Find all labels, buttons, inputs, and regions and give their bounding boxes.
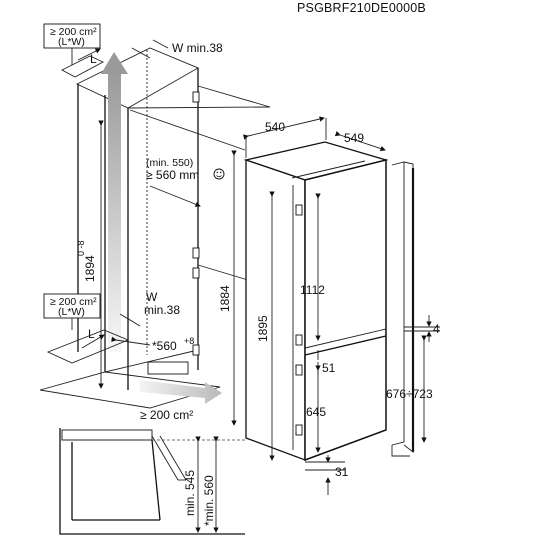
- dim-51: 51: [322, 361, 336, 375]
- dim-niche-height-tol: 0 -8: [76, 240, 86, 256]
- vent-mid-label-box: ≥ 200 cm² (L*W): [43, 293, 101, 319]
- dim-1895: 1895: [256, 315, 270, 342]
- dim-depth-560-tol: +8: [184, 336, 194, 346]
- niche-cabinet: [39, 47, 271, 409]
- inset-section-view: [59, 428, 245, 535]
- model-code: PSGBRF210DE0000B: [297, 1, 426, 15]
- dim-l-mid: L: [88, 327, 95, 341]
- dim-min-560: *min. 560: [202, 475, 216, 526]
- dim-w-min38-top: W min.38: [172, 41, 223, 55]
- dim-depth-560: *560: [152, 339, 177, 353]
- dim-31: 31: [335, 465, 349, 479]
- dim-676-723: 676÷723: [386, 387, 433, 401]
- dim-549: 549: [344, 131, 364, 145]
- vent-mid-lw: (L*W): [58, 306, 85, 318]
- vent-mid-area: ≥ 200 cm²: [50, 296, 97, 308]
- vent-top-area: ≥ 200 cm²: [50, 26, 97, 38]
- bottom-vent-area: ≥ 200 cm²: [140, 408, 193, 422]
- dim-1112: 1112: [300, 283, 325, 297]
- smiley-icon: [213, 168, 225, 180]
- vent-top-label-box: ≥ 200 cm² (L*W): [43, 23, 101, 49]
- dim-w-mid: W: [146, 290, 158, 304]
- dim-min38-mid: min.38: [144, 303, 180, 317]
- dim-4: 4: [433, 322, 440, 336]
- dim-ge-560mm: ≥ 560 mm: [146, 168, 199, 182]
- dim-540: 540: [265, 120, 285, 134]
- vent-top-lw: (L*W): [58, 36, 85, 48]
- dim-l-top: L: [90, 52, 97, 66]
- dim-min-545: min. 545: [183, 470, 197, 516]
- airflow-bottom-arrow: [140, 380, 222, 404]
- dim-645: 645: [306, 405, 326, 419]
- door-rail: [391, 161, 415, 457]
- dim-niche-height: 1894: [83, 255, 97, 282]
- airflow-up-arrow: [101, 52, 128, 352]
- dim-1884: 1884: [218, 285, 232, 312]
- dim-min-550: (min. 550): [146, 157, 193, 169]
- appliance-body: [243, 141, 389, 462]
